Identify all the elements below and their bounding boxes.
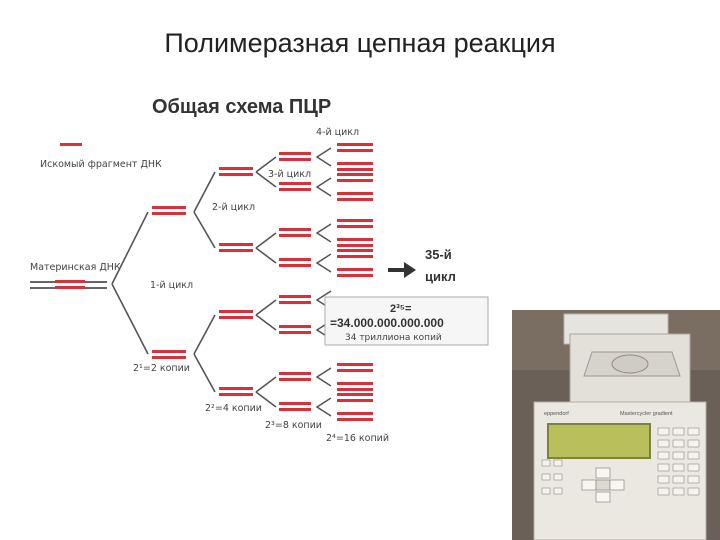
copies-8-label: 2³=8 копии (265, 420, 322, 431)
copies-16-label: 2⁴=16 копий (326, 433, 389, 444)
cycle35-label-line1: 35-й (425, 247, 452, 262)
gen4-chevrons (317, 148, 331, 416)
cycle1-label: 1-й цикл (150, 280, 193, 291)
lcd-screen (548, 424, 650, 458)
cycle4-label: 4-й цикл (316, 127, 359, 138)
gen4-fragments (337, 143, 373, 421)
device-model: Mastercycler gradient (620, 411, 673, 417)
cycle35-label-line2: цикл (425, 269, 456, 284)
arrow-right-icon (388, 262, 416, 278)
copies-2-label: 2¹=2 копии (133, 363, 190, 374)
legend-fragment-label: Искомый фрагмент ДНК (40, 159, 162, 170)
result-power: 2³⁵= (390, 303, 411, 315)
maternal-dna-strands (30, 280, 107, 289)
result-value: =34.000.000.000.000 (330, 316, 444, 330)
result-caption: 34 триллиона копий (345, 333, 442, 343)
copies-4-label: 2²=4 копии (205, 403, 262, 414)
cycle3-label: 3-й цикл (268, 169, 311, 180)
legend-fragment-icon (60, 143, 82, 146)
thermocycler-photo: eppendorf Mastercycler gradient (512, 310, 720, 540)
gen3-fragments (279, 152, 311, 411)
maternal-dna-label: Материнская ДНК (30, 262, 121, 273)
scheme-title: Общая схема ПЦР (152, 96, 331, 118)
device-brand: eppendorf (544, 411, 569, 417)
cycle2-label: 2-й цикл (212, 202, 255, 213)
